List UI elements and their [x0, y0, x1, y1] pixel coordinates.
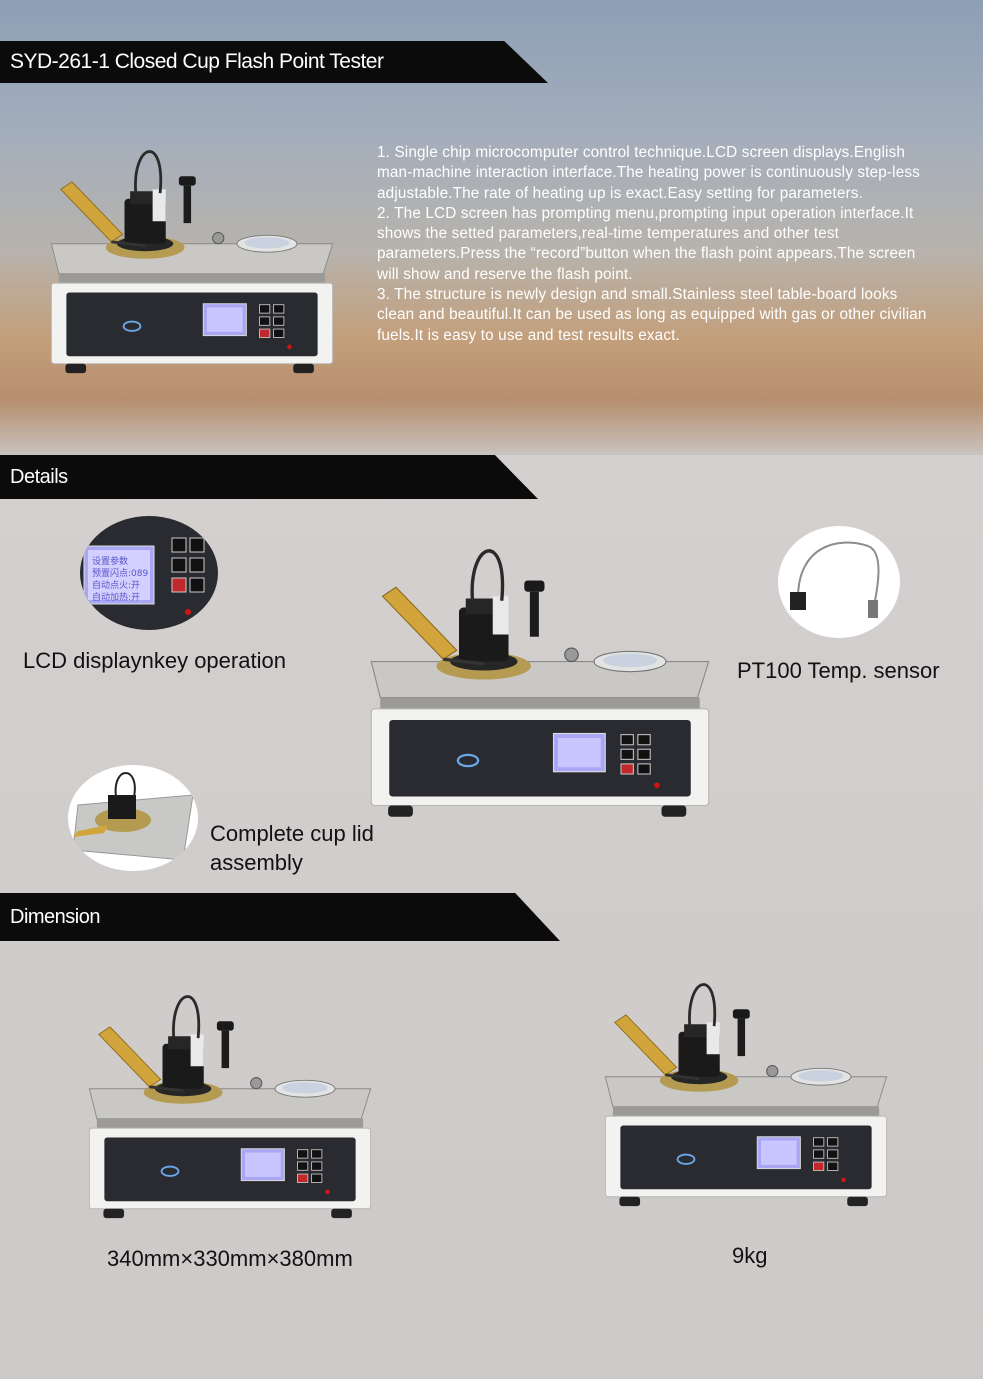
- feature-description: 1. Single chip microcomputer control tec…: [377, 143, 937, 346]
- sensor-photo: [778, 526, 900, 638]
- tester-photo-dimension-left: [80, 975, 380, 1225]
- details-heading: Details: [0, 455, 538, 499]
- dimension-heading: Dimension: [0, 893, 560, 941]
- dimension-size: 340mm×330mm×380mm: [107, 1246, 353, 1271]
- lcd-caption: LCD displaynkey operation: [23, 648, 286, 673]
- sensor-caption: PT100 Temp. sensor: [737, 658, 940, 683]
- feature-item-2: 2. The LCD screen has prompting menu,pro…: [377, 204, 916, 283]
- lcd-line-2: 预置闪点:089: [92, 568, 148, 579]
- page-title: SYD-261-1 Closed Cup Flash Point Tester: [0, 41, 548, 83]
- cup-lid-caption-line-2: assembly: [210, 850, 303, 875]
- lcd-line-1: 设置参数: [92, 555, 128, 567]
- feature-item-3: 3. The structure is newly design and sma…: [377, 286, 927, 344]
- cup-lid-caption-line-1: Complete cup lid: [210, 821, 374, 846]
- cup-lid-caption: Complete cup lid assembly: [210, 819, 374, 877]
- tester-photo-center: [360, 505, 720, 845]
- lcd-line-4: 自动加热:开: [92, 591, 140, 603]
- lcd-line-3: 自动点火:开: [92, 579, 140, 591]
- cup-lid-photo: [68, 765, 198, 871]
- tester-photo-dimension-right: [596, 958, 896, 1218]
- dimension-weight: 9kg: [732, 1243, 768, 1268]
- tester-photo-main: [42, 120, 342, 390]
- lcd-closeup-photo: 设置参数 预置闪点:089 自动点火:开 自动加热:开: [80, 516, 218, 630]
- feature-item-1: 1. Single chip microcomputer control tec…: [377, 144, 920, 202]
